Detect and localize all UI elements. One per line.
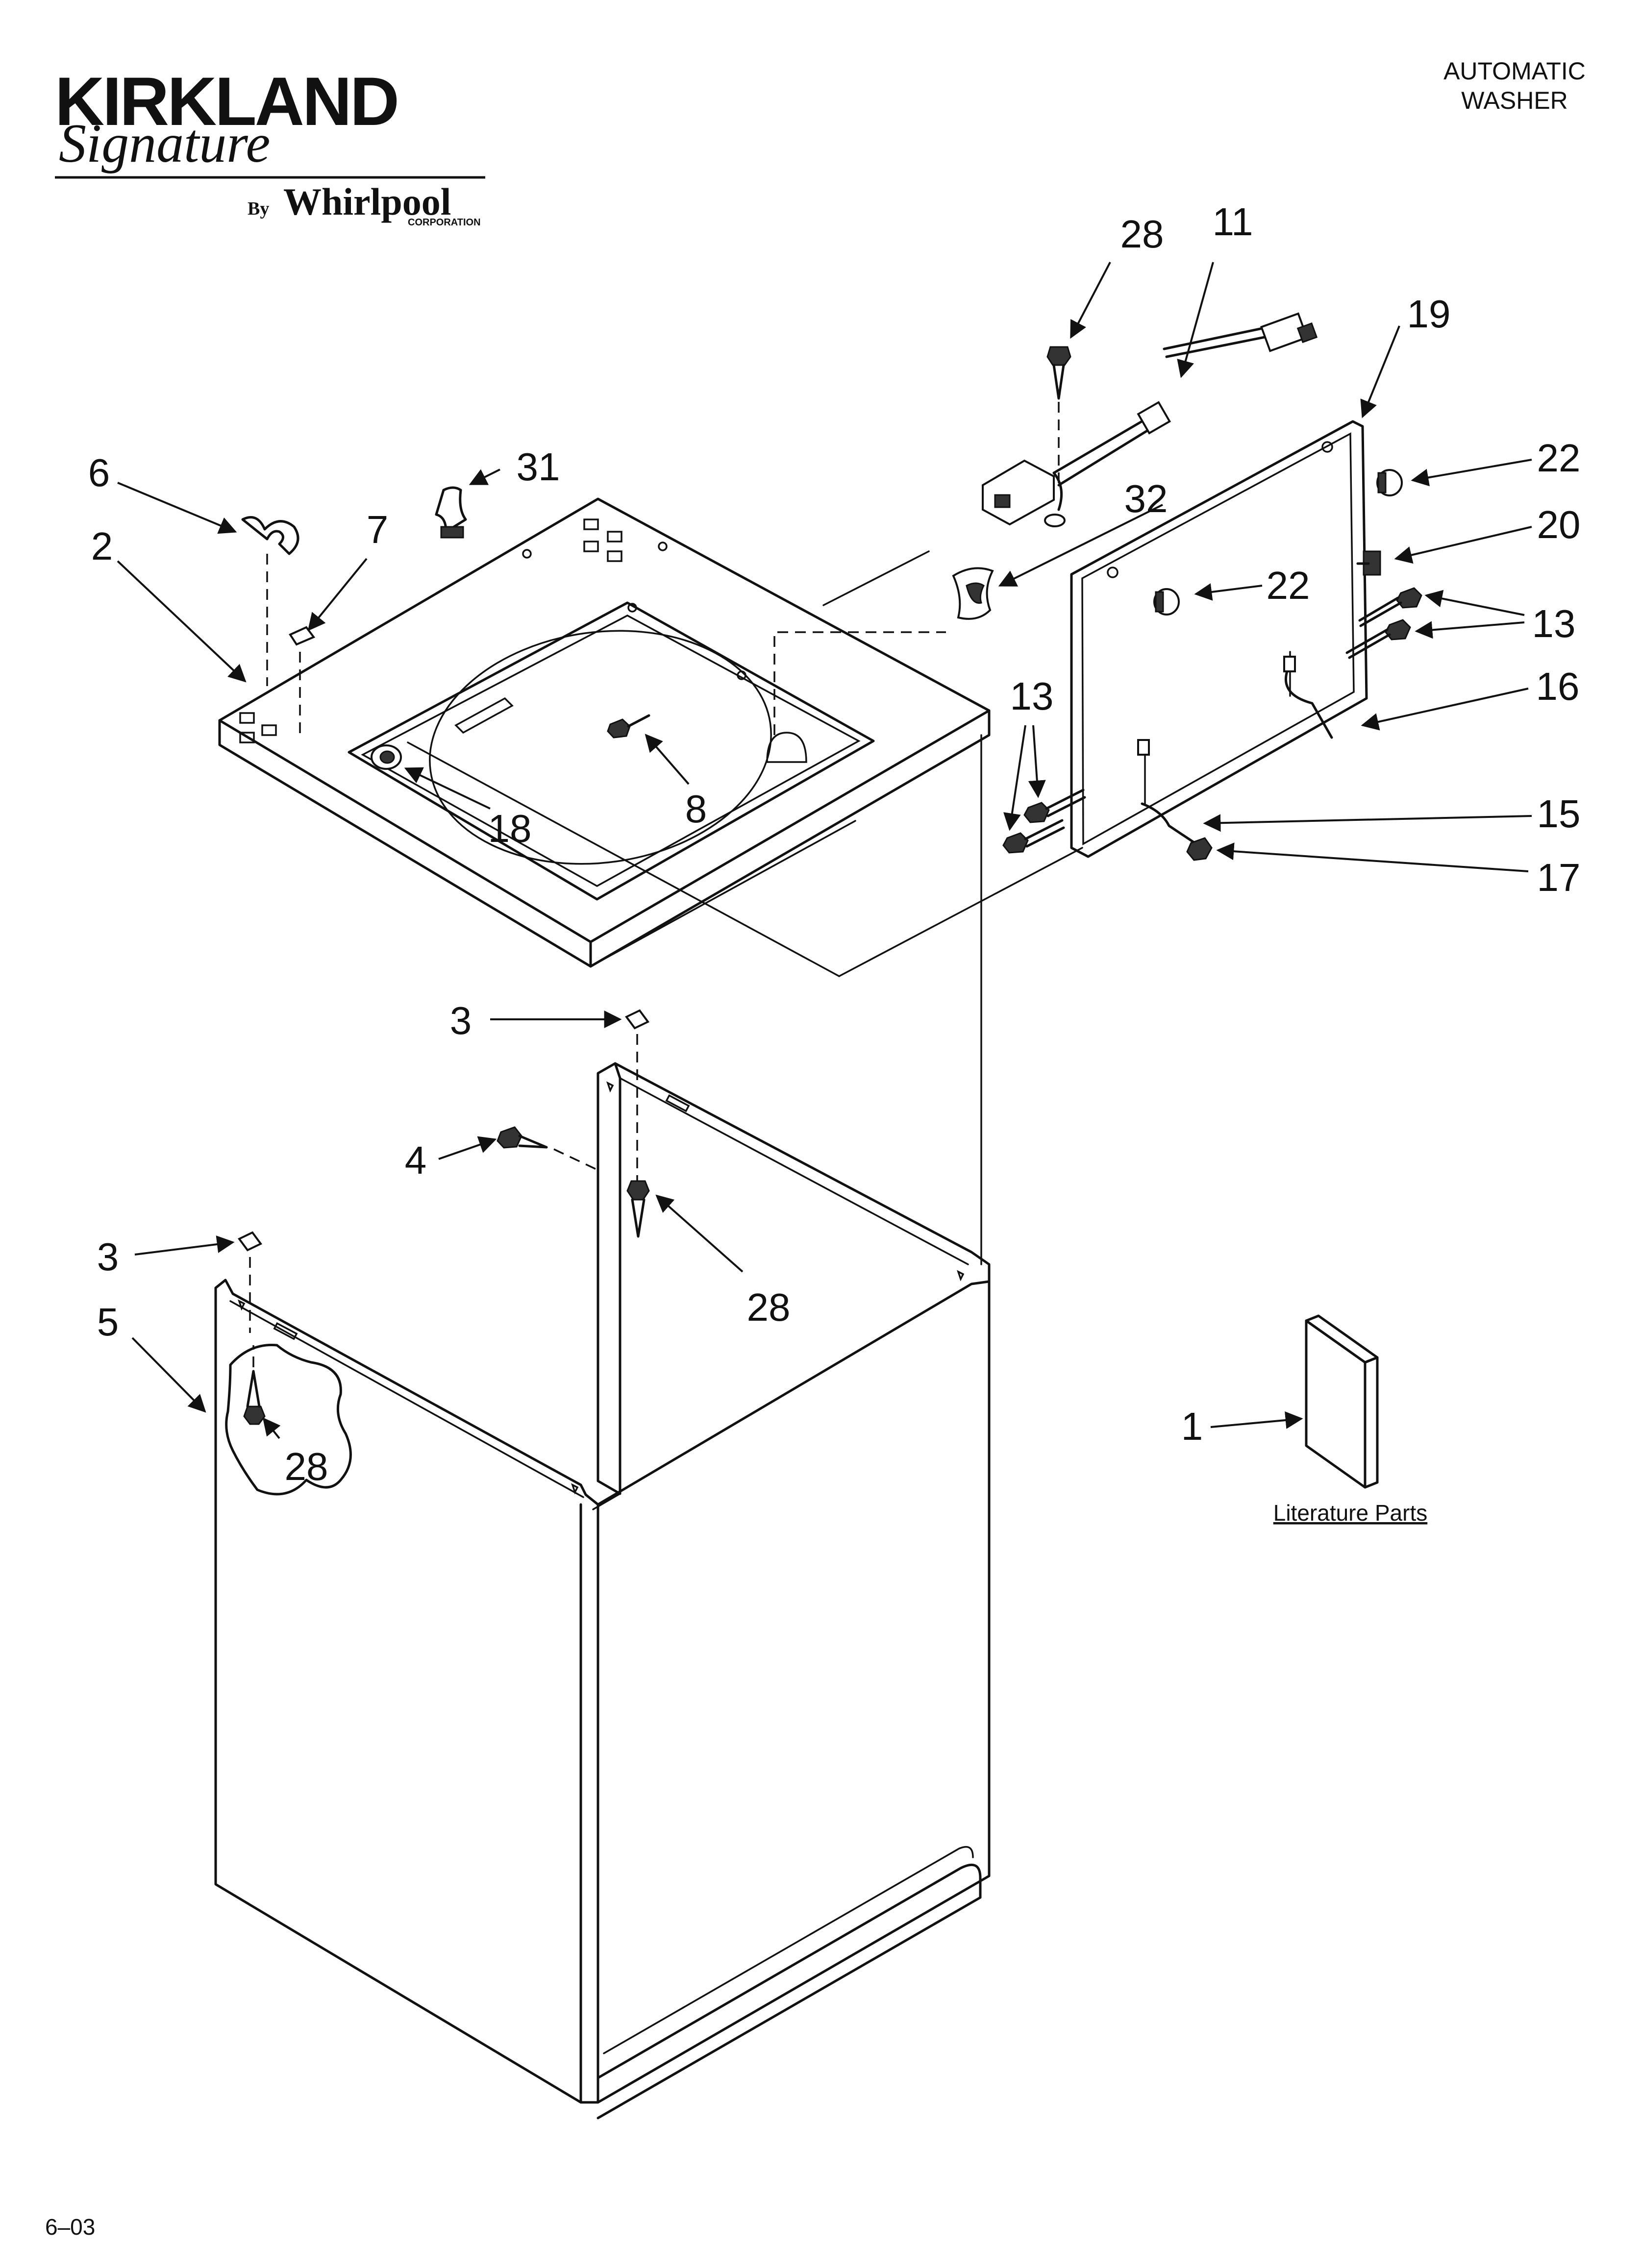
- screw-28-low: [243, 1345, 266, 1425]
- leader-5: [131, 1337, 206, 1413]
- brand-script: Signature: [59, 113, 270, 174]
- clip-3-top: [624, 1009, 650, 1191]
- literature-parts-label: Literature Parts: [1273, 1500, 1427, 1526]
- page-code: 6–03: [45, 2214, 95, 2240]
- callout-16: 16: [1536, 665, 1580, 708]
- leader-15: [1203, 814, 1532, 832]
- screw-4: [497, 1126, 601, 1172]
- callout-18: 18: [488, 807, 532, 850]
- leader-6: [117, 482, 237, 534]
- leader-22-mid: [1194, 583, 1263, 601]
- callout-32: 32: [1124, 477, 1168, 520]
- leader-18: [404, 767, 491, 810]
- callout-13-right: 13: [1532, 602, 1576, 645]
- lid-switch-11: [982, 312, 1318, 527]
- leader-28-low: [262, 1417, 281, 1439]
- hardware-parts: [237, 312, 1422, 1333]
- leader-11: [1177, 262, 1214, 378]
- callout-2: 2: [91, 524, 113, 568]
- screws-13-left: [1002, 789, 1086, 854]
- callout-31: 31: [517, 445, 560, 489]
- callout-1: 1: [1181, 1405, 1203, 1448]
- callout-8: 8: [685, 787, 707, 831]
- doc-title-line1: AUTOMATIC: [1443, 57, 1586, 85]
- whirlpool-wordmark: Whirlpool: [283, 180, 451, 223]
- cabinet: [214, 1062, 991, 2120]
- callout-28-top: 28: [1120, 212, 1164, 256]
- clip-20: [1356, 550, 1381, 576]
- dispenser-32: [952, 567, 994, 620]
- leader-13-left-a: [1028, 725, 1046, 798]
- callout-22-right: 22: [1537, 436, 1581, 480]
- callout-numbers: 28 11 19 22 20 13 16 15 17 22 32 13 31 6…: [88, 200, 1581, 1488]
- leader-3-left: [134, 1235, 235, 1256]
- callout-11: 11: [1212, 200, 1253, 244]
- callout-20: 20: [1537, 503, 1581, 546]
- wiring-harness: [1137, 651, 1333, 847]
- leader-19: [1360, 325, 1400, 419]
- leader-lines: [117, 262, 1532, 1439]
- leader-4: [438, 1136, 497, 1160]
- leader-31: [469, 468, 500, 485]
- callout-13-left: 13: [1010, 674, 1054, 718]
- callout-15: 15: [1537, 792, 1581, 836]
- leader-32: [998, 504, 1163, 587]
- cap-17: [1186, 837, 1213, 861]
- callout-22-mid: 22: [1267, 564, 1310, 607]
- screw-8: [607, 714, 650, 739]
- by-text: By: [248, 198, 269, 219]
- brand-wordmark: KIRKLAND: [55, 63, 398, 140]
- top-cover: [218, 497, 991, 968]
- callout-28-mid: 28: [747, 1285, 791, 1329]
- screw-28-top: [1046, 346, 1071, 400]
- leader-7: [307, 558, 368, 631]
- leader-22-right: [1411, 459, 1532, 487]
- callout-28-low: 28: [285, 1445, 328, 1488]
- leader-1: [1210, 1411, 1303, 1429]
- leader-17: [1216, 842, 1529, 872]
- leader-16: [1361, 688, 1529, 731]
- callout-4: 4: [405, 1138, 427, 1182]
- plug-22-right: [1376, 469, 1403, 496]
- callout-6: 6: [88, 451, 110, 494]
- clip-3-left: [237, 1231, 263, 1333]
- callout-3-left: 3: [97, 1235, 119, 1279]
- assembly-guide-lines: [407, 550, 1083, 1265]
- leader-28-top: [1070, 262, 1111, 339]
- screws-13-right: [1345, 587, 1422, 659]
- leader-20: [1394, 526, 1532, 564]
- screw-28-mid: [626, 1180, 650, 1238]
- clip-7: [289, 626, 316, 740]
- kirkland-signature-logo: KIRKLAND Signature By Whirlpool CORPORAT…: [55, 63, 485, 228]
- leader-8: [645, 734, 690, 785]
- callout-19: 19: [1407, 292, 1451, 336]
- callout-5: 5: [97, 1300, 119, 1344]
- leader-13-left-b: [1003, 725, 1026, 831]
- leader-2: [117, 560, 247, 683]
- callout-3-top: 3: [450, 999, 472, 1042]
- clip-6: [241, 516, 299, 686]
- callout-17: 17: [1537, 856, 1581, 899]
- leader-28-mid: [655, 1194, 744, 1273]
- leader-13-right-a: [1424, 590, 1525, 616]
- fitting-18: [371, 744, 402, 770]
- plug-22-mid: [1153, 588, 1180, 616]
- leader-13-right-b: [1415, 621, 1525, 639]
- callout-7: 7: [367, 508, 389, 551]
- console-frame: [1070, 420, 1368, 858]
- corporation-text: CORPORATION: [408, 217, 481, 228]
- bracket-31: [435, 486, 467, 539]
- literature-parts: [1305, 1314, 1379, 1489]
- doc-title-line2: WASHER: [1461, 87, 1568, 114]
